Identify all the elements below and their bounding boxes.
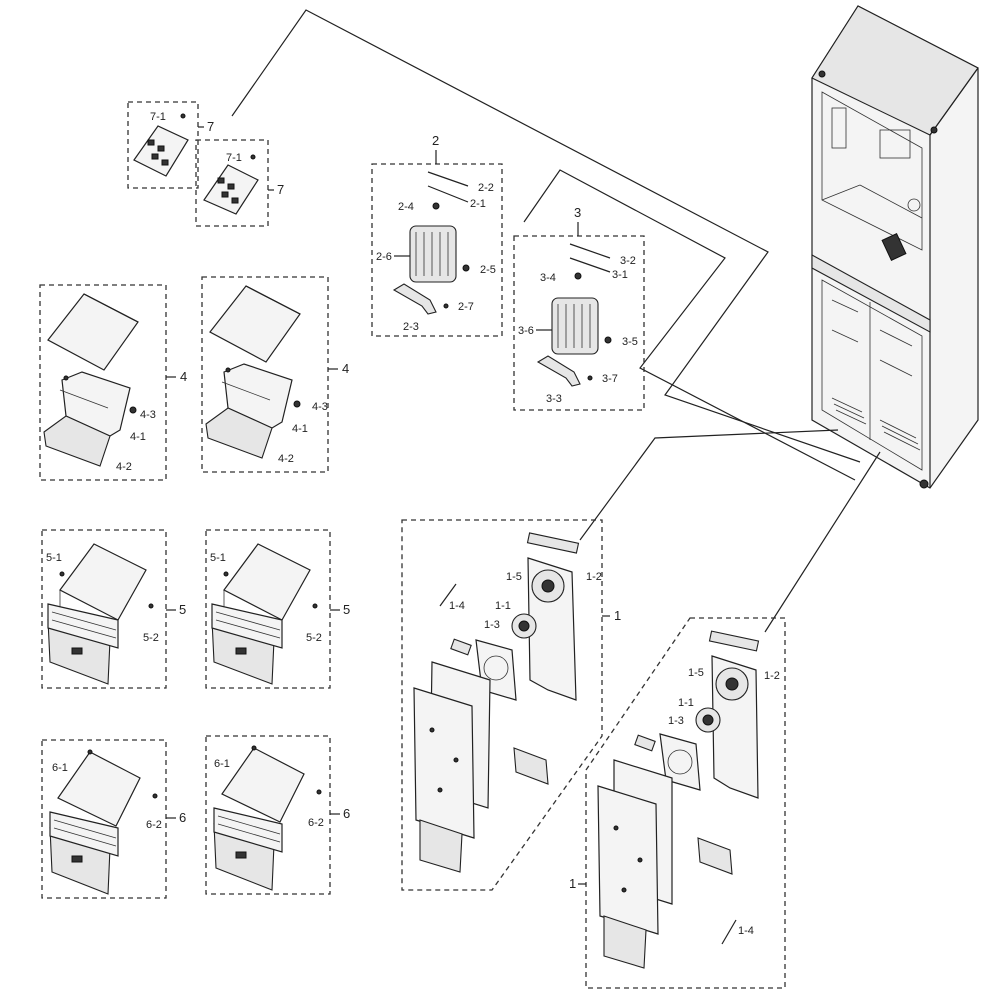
- label-3-3: 3-3: [546, 393, 562, 405]
- label-4-3: 4-3: [312, 401, 328, 413]
- label-4-2: 4-2: [116, 461, 132, 473]
- label-4-3: 4-3: [140, 409, 156, 421]
- refrigerator-body: [811, 5, 979, 489]
- label-6-1: 6-1: [214, 758, 230, 770]
- label-2-3: 2-3: [403, 321, 419, 333]
- label-1-4: 1-4: [449, 600, 465, 612]
- part-group-4b: 4 4-3 4-1 4-2: [201, 276, 349, 473]
- label-3: 3: [574, 205, 581, 220]
- part-group-3: 3 3-2 3-1 3-4 3-6 3-5 3-3 3-7: [513, 205, 645, 411]
- label-5-1: 5-1: [46, 552, 62, 564]
- label-4: 4: [342, 361, 349, 376]
- label-1-1: 1-1: [678, 697, 694, 709]
- label-7-1: 7-1: [150, 111, 166, 123]
- label-3-1: 3-1: [612, 269, 628, 281]
- label-1-1: 1-1: [495, 600, 511, 612]
- label-1-2: 1-2: [764, 670, 780, 682]
- label-5-1: 5-1: [210, 552, 226, 564]
- label-1: 1: [569, 876, 576, 891]
- label-7-1: 7-1: [226, 152, 242, 164]
- label-3-7: 3-7: [602, 373, 618, 385]
- label-4-1: 4-1: [130, 431, 146, 443]
- label-5-2: 5-2: [306, 632, 322, 644]
- label-1-3: 1-3: [668, 715, 684, 727]
- label-2: 2: [432, 133, 439, 148]
- label-6-2: 6-2: [308, 817, 324, 829]
- label-1-4: 1-4: [738, 925, 754, 937]
- part-group-7b: 7-1 7: [195, 139, 284, 227]
- label-1-5: 1-5: [506, 571, 522, 583]
- label-7: 7: [277, 182, 284, 197]
- label-1-5: 1-5: [688, 667, 704, 679]
- part-group-1b: 1 1-4 1-5 1-2 1-1 1-3: [569, 617, 786, 989]
- part-group-2: 2 2-2 2-1 2-4 2-6 2-5 2-3 2-7: [371, 133, 503, 337]
- label-2-6: 2-6: [376, 251, 392, 263]
- label-1: 1: [614, 608, 621, 623]
- part-group-6a: 6-1 6 6-2: [41, 739, 186, 899]
- label-2-1: 2-1: [470, 198, 486, 210]
- label-5: 5: [179, 602, 186, 617]
- label-6-1: 6-1: [52, 762, 68, 774]
- label-1-2: 1-2: [586, 571, 602, 583]
- part-group-5a: 5-1 5 5-2: [41, 529, 186, 689]
- label-2-5: 2-5: [480, 264, 496, 276]
- leader-lines: [231, 9, 881, 633]
- label-3-4: 3-4: [540, 272, 556, 284]
- part-group-6b: 6-1 6 6-2: [205, 735, 350, 895]
- label-7: 7: [207, 119, 214, 134]
- label-3-6: 3-6: [518, 325, 534, 337]
- label-2-4: 2-4: [398, 201, 414, 213]
- label-2-2: 2-2: [478, 182, 494, 194]
- part-group-5b: 5-1 5 5-2: [205, 529, 350, 689]
- label-1-3: 1-3: [484, 619, 500, 631]
- label-6: 6: [179, 810, 186, 825]
- label-4-2: 4-2: [278, 453, 294, 465]
- label-3-2: 3-2: [620, 255, 636, 267]
- label-4: 4: [180, 369, 187, 384]
- label-4-1: 4-1: [292, 423, 308, 435]
- label-3-5: 3-5: [622, 336, 638, 348]
- label-6-2: 6-2: [146, 819, 162, 831]
- label-5: 5: [343, 602, 350, 617]
- part-group-7a: 7-1 7: [127, 101, 214, 189]
- label-2-7: 2-7: [458, 301, 474, 313]
- part-group-1a: 1 1-4 1-5 1-2 1-1 1-3: [401, 519, 621, 891]
- label-5-2: 5-2: [143, 632, 159, 644]
- part-group-4a: 4 4-3 4-1 4-2: [39, 284, 187, 481]
- label-6: 6: [343, 806, 350, 821]
